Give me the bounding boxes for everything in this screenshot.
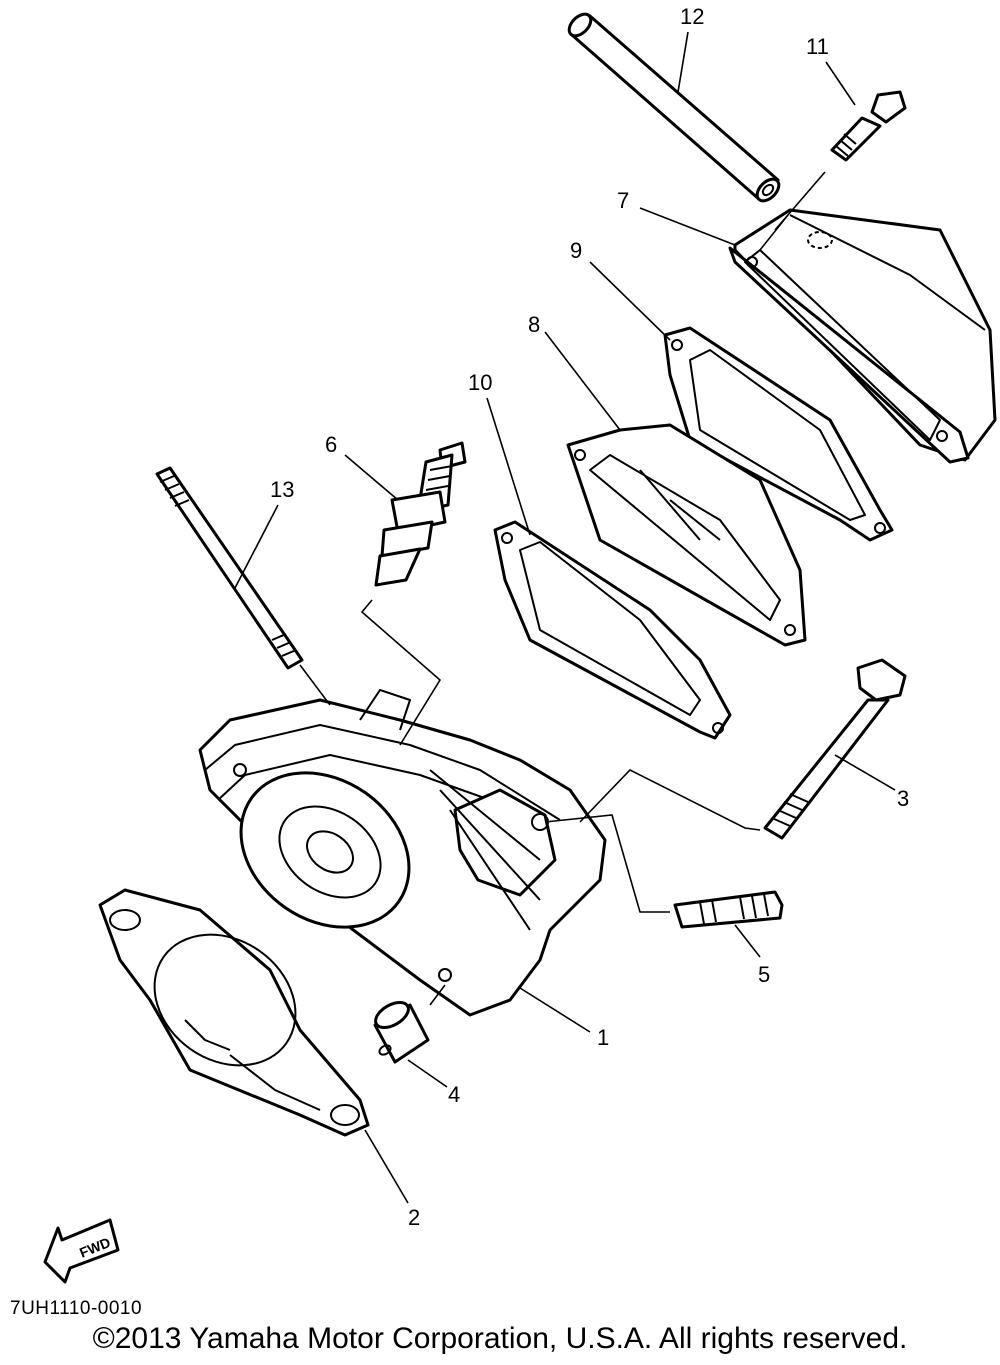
callout-8: 8 xyxy=(528,312,540,337)
callout-2: 2 xyxy=(408,1205,420,1230)
callout-3: 3 xyxy=(897,786,909,811)
exploded-parts-diagram: FWD 1 2 3 4 5 6 7 8 9 10 11 12 xyxy=(43,4,997,1284)
part-11-bolt xyxy=(830,90,907,162)
leader-lines xyxy=(234,31,896,1204)
callout-9: 9 xyxy=(570,238,582,263)
part-12-hose xyxy=(567,12,781,203)
callout-11: 11 xyxy=(806,34,829,59)
part-5-short-stud xyxy=(673,890,784,929)
callout-4: 4 xyxy=(448,1082,460,1107)
part-7-cover xyxy=(728,208,997,464)
callout-5: 5 xyxy=(758,962,770,987)
callout-13: 13 xyxy=(270,477,294,502)
part-10-gasket xyxy=(493,520,732,740)
copyright-notice: ©2013 Yamaha Motor Corporation, U.S.A. A… xyxy=(92,1322,908,1355)
part-4-dowel xyxy=(373,1001,430,1064)
callout-10: 10 xyxy=(468,370,492,395)
part-6-spark-plug xyxy=(374,441,467,587)
part-1-cylinder-head xyxy=(198,689,607,1017)
part-3-bolt xyxy=(763,658,907,840)
callout-7: 7 xyxy=(617,188,629,213)
callout-labels: 1 2 3 4 5 6 7 8 9 10 11 12 13 xyxy=(270,4,909,1230)
part-9-gasket xyxy=(663,326,894,542)
callout-1: 1 xyxy=(597,1025,609,1050)
callout-6: 6 xyxy=(325,432,337,457)
callout-12: 12 xyxy=(680,4,704,29)
drawing-code: 7UH1110-0010 xyxy=(10,1298,143,1319)
part-13-stud xyxy=(155,466,304,670)
part-8-reed-valve xyxy=(566,423,807,647)
part-2-head-gasket xyxy=(98,888,370,1137)
fwd-arrow-icon: FWD xyxy=(43,1218,120,1284)
